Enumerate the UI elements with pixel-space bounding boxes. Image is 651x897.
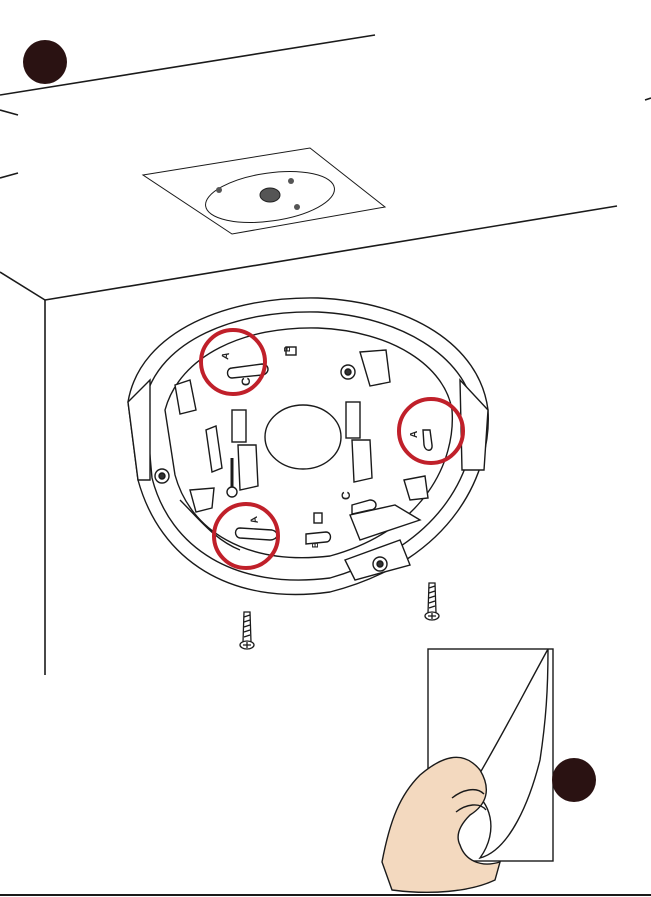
ceiling-template (143, 148, 385, 234)
slot-label-b-bottom: B (311, 542, 320, 548)
template-screw-hole (288, 178, 294, 184)
mount-bracket (128, 298, 488, 595)
slot-label-b-top: B (283, 346, 292, 352)
keyhole-slot (423, 430, 432, 450)
screw-icon (240, 612, 254, 649)
keyhole-slot (306, 532, 331, 544)
screw-icon (425, 583, 439, 620)
step-badge-bottom (552, 758, 596, 802)
slot-label-c-left: C (239, 377, 253, 386)
bracket-center-opening (265, 405, 341, 469)
keyhole-slot (236, 528, 278, 540)
step-badge-top (23, 40, 67, 84)
template-screw-hole (294, 204, 300, 210)
slot-label-a-right: A (409, 431, 420, 438)
template-screw-hole (216, 187, 222, 193)
slot-label-c-right: C (339, 491, 353, 500)
center-hole (260, 188, 280, 202)
